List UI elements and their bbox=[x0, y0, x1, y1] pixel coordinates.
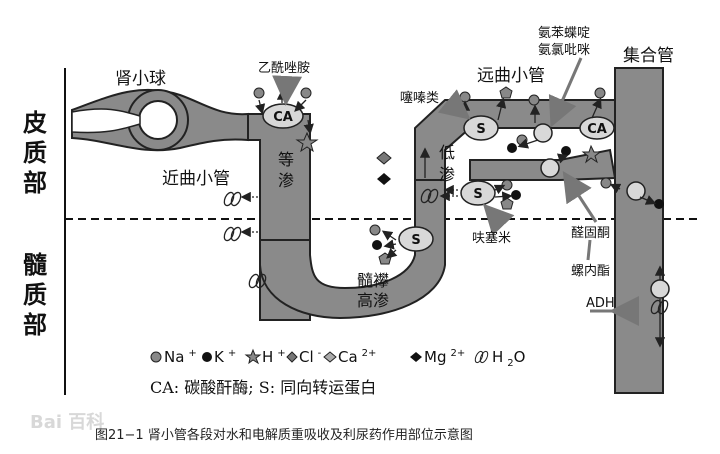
legend-h: H+ bbox=[262, 348, 286, 366]
ion-na-distal-1 bbox=[459, 91, 471, 103]
zone-cortex-label: 皮 质 部 bbox=[20, 108, 50, 198]
ion-na-loop bbox=[369, 224, 381, 236]
legend-mg-symbol bbox=[410, 352, 422, 362]
legend-cl-symbol bbox=[286, 351, 298, 363]
ion-na-distal-2 bbox=[528, 94, 540, 106]
drug-pointer-arrows bbox=[272, 57, 639, 326]
s-label-loop: S bbox=[411, 233, 420, 248]
ca-label-distal: CA bbox=[587, 122, 607, 137]
watermark: Bai 百科 bbox=[30, 412, 105, 433]
label-loop: 髓襻 bbox=[357, 271, 389, 290]
ca-marker-distal bbox=[579, 116, 615, 140]
label-isotonic-2: 渗 bbox=[278, 171, 294, 190]
glomerulus-inner bbox=[138, 100, 178, 140]
label-isotonic-1: 等 bbox=[278, 150, 294, 169]
label-acetazolamide: 乙酰唑胺 bbox=[258, 60, 310, 76]
ion-k-distal-2 bbox=[561, 146, 571, 156]
channel-connecting bbox=[540, 158, 560, 178]
ion-cl-free bbox=[376, 151, 392, 165]
ion-cl-thick bbox=[500, 197, 514, 210]
ion-h-proximal bbox=[295, 131, 319, 153]
zone-cortex-char-1: 皮 bbox=[23, 109, 47, 137]
ion-na-collecting bbox=[600, 177, 612, 189]
label-collecting-duct: 集合管 bbox=[623, 46, 674, 66]
zone-medulla-char-1: 髓 bbox=[23, 251, 47, 279]
legend-ca-symbol bbox=[323, 351, 337, 363]
legend-water-symbol bbox=[474, 350, 484, 364]
label-proximal-tubule: 近曲小管 bbox=[162, 169, 230, 189]
label-distal-tubule: 远曲小管 bbox=[477, 66, 545, 86]
ion-k-distal-1 bbox=[507, 143, 517, 153]
legend-h-symbol bbox=[244, 348, 262, 365]
legend-na-symbol bbox=[150, 351, 162, 363]
label-hypotonic-1: 低 bbox=[439, 143, 455, 162]
ion-cl-distal bbox=[499, 86, 513, 99]
label-hypertonic: 高渗 bbox=[357, 291, 389, 310]
ion-na-thick-1 bbox=[501, 179, 513, 191]
figure-caption: 图21−1 肾小管各段对水和电解质重吸收及利尿药作用部位示意图 bbox=[95, 428, 473, 443]
loop-of-henle bbox=[259, 179, 446, 320]
zone-cortex-char-2: 质 bbox=[23, 139, 47, 167]
zone-medulla-char-2: 质 bbox=[23, 281, 47, 309]
ion-na-proximal-2 bbox=[300, 87, 312, 99]
channel-distal-1 bbox=[533, 123, 553, 143]
label-adh: ADH bbox=[586, 296, 615, 311]
ca-label-proximal: CA bbox=[273, 110, 293, 125]
label-hypotonic-2: 渗 bbox=[439, 165, 455, 184]
ion-mg-free bbox=[377, 173, 391, 185]
legend-k-symbol bbox=[202, 352, 212, 362]
ion-k-thick bbox=[511, 190, 521, 200]
ion-k-loop bbox=[372, 240, 382, 250]
s-label-thick-limb: S bbox=[473, 187, 482, 202]
ion-cl-loop bbox=[378, 252, 392, 265]
s-label-distal: S bbox=[476, 122, 485, 137]
legend-cl: Cl- bbox=[299, 348, 322, 366]
s-marker-loop bbox=[398, 226, 434, 252]
label-spironolactone: 螺内酯 bbox=[571, 263, 610, 279]
ion-na-distal-3 bbox=[594, 87, 606, 99]
label-triamterene: 氨苯蝶啶 bbox=[538, 26, 590, 41]
abbreviation-legend: CA: 碳酸酐酶; S: 同向转运蛋白 bbox=[150, 378, 377, 397]
legend-k: K+ bbox=[214, 348, 237, 366]
label-thiazides: 噻嗪类 bbox=[400, 90, 439, 106]
label-furosemide: 呋塞米 bbox=[472, 230, 511, 246]
label-aldosterone: 醛固酮 bbox=[571, 225, 610, 241]
zone-medulla-char-3: 部 bbox=[23, 311, 47, 339]
label-glomerulus: 肾小球 bbox=[115, 69, 166, 89]
channel-collecting-2 bbox=[650, 279, 670, 299]
legend-water-symbol-2 bbox=[479, 350, 489, 364]
s-marker-distal bbox=[463, 115, 499, 141]
collecting-duct bbox=[614, 67, 664, 394]
ion-na-proximal bbox=[253, 87, 265, 99]
zone-cortex-char-3: 部 bbox=[23, 169, 47, 197]
legend-na: Na+ bbox=[164, 348, 197, 366]
ion-h-distal bbox=[581, 144, 602, 164]
zone-medulla-label: 髓 质 部 bbox=[20, 250, 50, 340]
label-amiloride: 氨氯吡咪 bbox=[538, 43, 590, 58]
ion-k-collecting bbox=[654, 199, 664, 209]
afferent-vessel bbox=[71, 108, 141, 134]
channel-collecting-1 bbox=[626, 181, 646, 201]
